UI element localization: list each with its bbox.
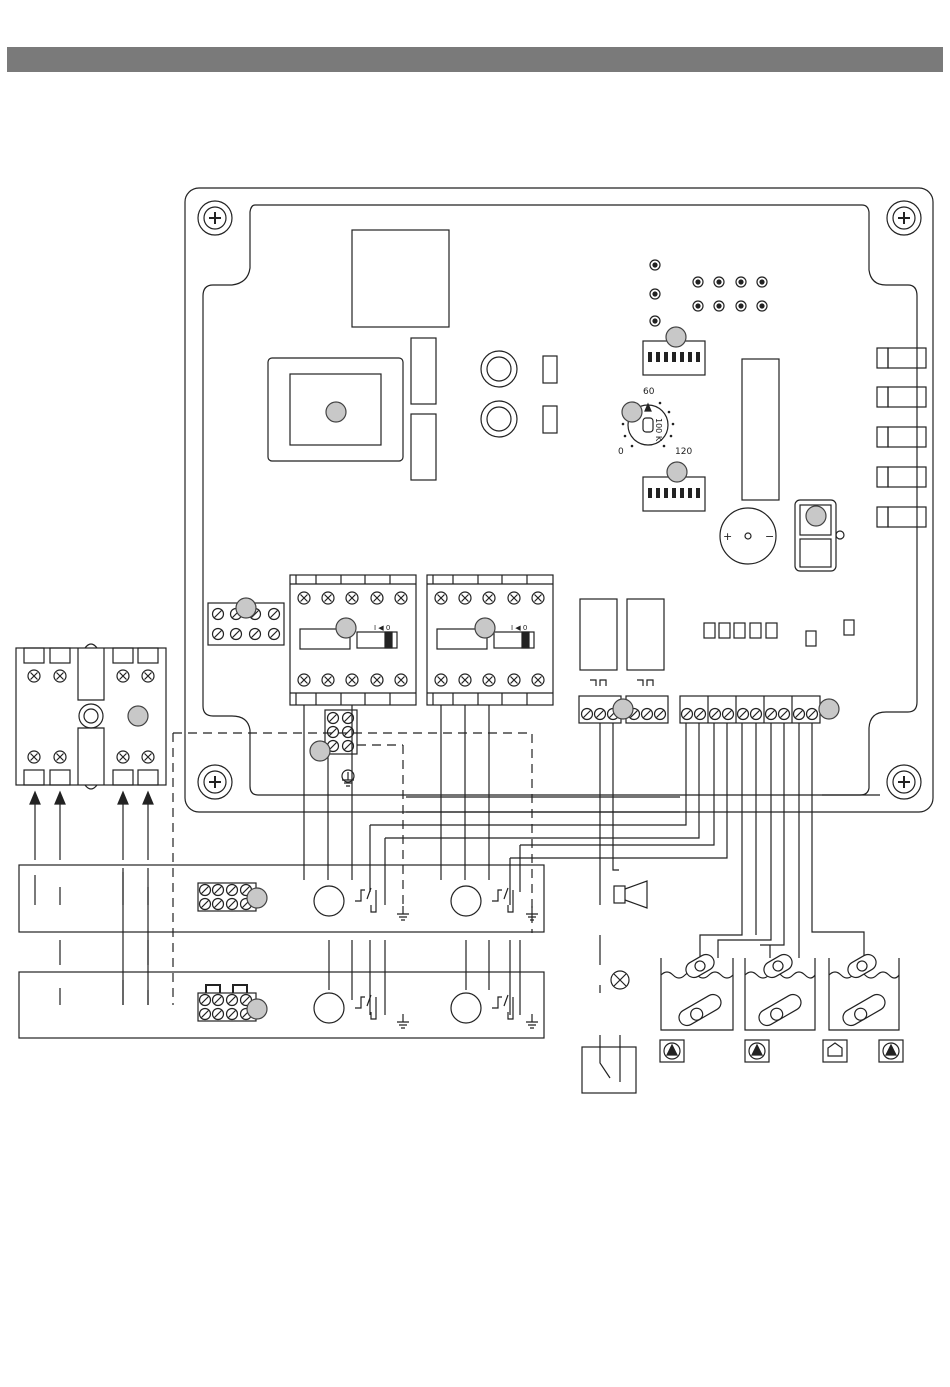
edge-connectors [877, 348, 926, 527]
pump-icon [660, 1040, 684, 1062]
callout-markers [128, 327, 839, 1019]
overload-switch-mark: I ◀ 0 [374, 624, 390, 632]
float-switch-tank [661, 952, 733, 1030]
float-switch-tank [829, 952, 899, 1030]
buzzer-minus: − [765, 530, 774, 543]
led-indicator [543, 356, 557, 383]
dial-label-0: 0 [618, 447, 624, 457]
house-icon [823, 1040, 847, 1062]
mount-screw-icon [887, 201, 921, 235]
mount-screw-icon [198, 201, 232, 235]
panel-box-2 [19, 940, 544, 1038]
horn-icon [614, 881, 647, 908]
mount-screw-icon [887, 765, 921, 799]
ic-chip [742, 359, 779, 500]
wiring [304, 705, 880, 958]
contactor-2 [427, 575, 553, 705]
lamp-icon [611, 971, 629, 989]
capacitor [481, 351, 517, 387]
fuse-holder [411, 414, 436, 480]
contactor-1 [290, 575, 416, 705]
capacitor [481, 401, 517, 437]
pump-icon [879, 1040, 903, 1062]
float-switch-tank [745, 952, 815, 1030]
relay [627, 599, 664, 670]
pump-icon [745, 1040, 769, 1062]
dial-label-120: 120 [675, 447, 692, 457]
mount-screw-icon [198, 765, 232, 799]
overload-switch-mark: I ◀ 0 [511, 624, 527, 632]
status-leds [650, 260, 767, 326]
relay-block [352, 230, 449, 327]
jumper-row [704, 620, 854, 646]
dial-label-60: 60 [643, 387, 655, 397]
relay [580, 599, 617, 670]
sensor-terminals [680, 696, 820, 723]
led-indicator [543, 406, 557, 433]
dial-face-label: 100 K [654, 418, 663, 442]
alarm-contact [582, 1035, 636, 1093]
supply-arrows [30, 792, 153, 860]
fuse-holder [411, 338, 436, 404]
buzzer-plus: + [723, 530, 732, 543]
